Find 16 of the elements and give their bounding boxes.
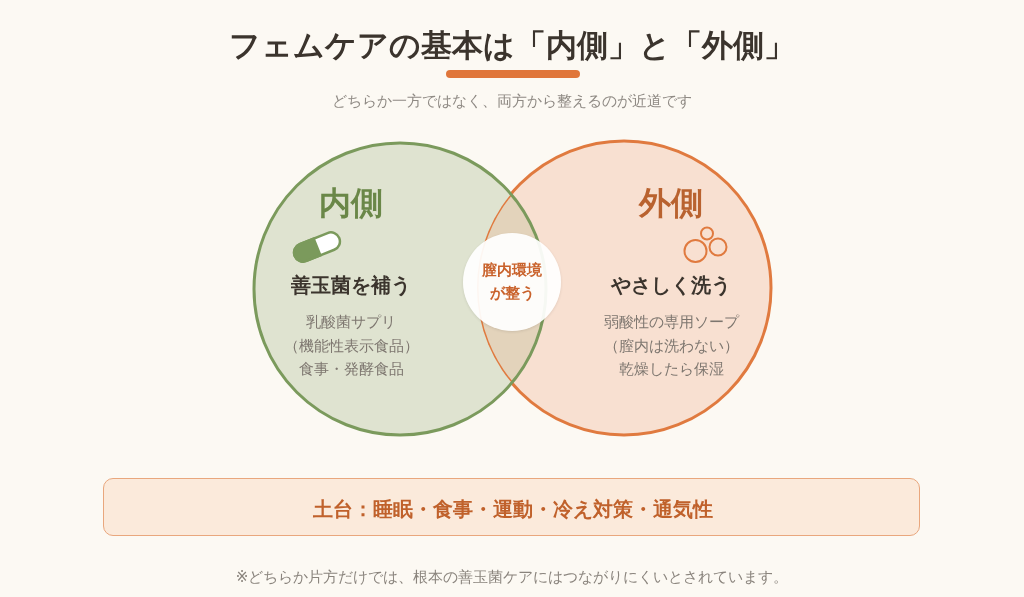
foundation-text: 土台：睡眠・食事・運動・冷え対策・通気性 (313, 495, 713, 522)
page-title: フェムケアの基本は「内側」と「外側」 (229, 26, 795, 65)
circle-heading: やさしく洗う (611, 272, 731, 298)
footnote: ※どちらか片方だけでは、根本の善玉菌ケアにはつながりにくいとされています。 (235, 567, 789, 587)
body-text: 食事・発酵食品 (298, 359, 404, 380)
body-text: 弱酸性の専用ソープ (603, 312, 739, 333)
body-text: （機能性表示食品） (283, 335, 419, 357)
subtitle: どちらか一方ではなく、両方から整えるのが近道です (332, 91, 692, 111)
body-text: （膣内は洗わない） (603, 335, 739, 357)
circle-title: 内側 (319, 183, 383, 223)
body-text: 乾燥したら保湿 (618, 359, 724, 380)
center-label: 膣内環境が整う (481, 260, 543, 304)
foundation-panel (103, 478, 920, 536)
circle-title: 外側 (639, 183, 703, 223)
body-text: 乳酸菌サプリ (306, 312, 396, 333)
circle-heading: 善玉菌を補う (291, 272, 411, 298)
